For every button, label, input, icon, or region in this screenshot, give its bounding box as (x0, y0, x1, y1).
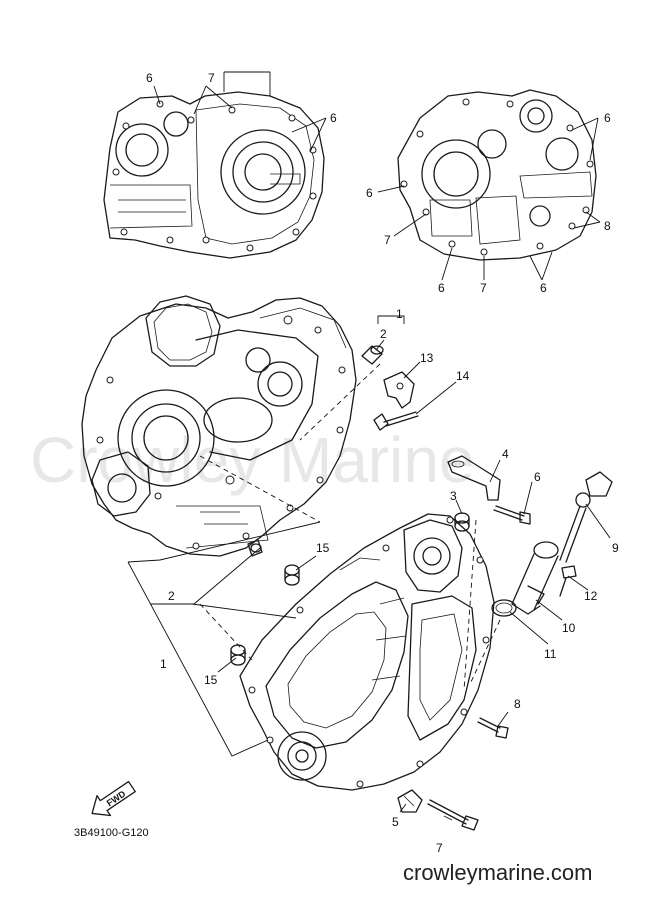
dowel-pin-upper (361, 345, 384, 365)
callout-11: 11 (544, 647, 557, 661)
bracket-part-13 (383, 371, 415, 409)
callout-12: 12 (584, 589, 598, 603)
callout-6: 6 (604, 111, 611, 125)
crankcase-right-view (397, 89, 597, 261)
callout-6: 6 (438, 281, 445, 295)
callout-7: 7 (480, 281, 487, 295)
filler-pipe-part-10 (511, 541, 559, 615)
callout-14: 14 (456, 369, 470, 383)
callout-6: 6 (330, 111, 337, 125)
callout-1: 1 (160, 657, 167, 671)
dipstick-part-9 (559, 471, 613, 563)
callout-2: 2 (380, 327, 387, 341)
callout-8: 8 (514, 697, 521, 711)
dowel-pin-lower (247, 539, 263, 557)
callout-6: 6 (146, 71, 153, 85)
callout-10: 10 (562, 621, 576, 635)
o-ring-part-11 (491, 599, 517, 617)
callout-5: 5 (392, 815, 399, 829)
bolt-part-12 (559, 565, 577, 597)
callout-6: 6 (534, 470, 541, 484)
fwd-arrow-icon: FWD (91, 780, 136, 817)
collar-part-15-lower (230, 644, 246, 666)
callout-2: 2 (168, 589, 175, 603)
leader-lines (127, 71, 611, 821)
crankcase-left-half (81, 295, 357, 557)
callout-7: 7 (384, 233, 391, 247)
callout-3: 3 (450, 489, 457, 503)
bolt-part-7 (427, 799, 479, 831)
callout-8: 8 (604, 219, 611, 233)
callout-7: 7 (208, 71, 215, 85)
crankcase-right-half (239, 513, 495, 791)
callout-7: 7 (436, 841, 443, 855)
callout-6: 6 (540, 281, 547, 295)
callout-labels: 6 7 6 6 6 7 8 6 7 6 1 2 13 14 4 6 3 9 15… (146, 71, 619, 855)
bolt-part-6 (493, 505, 531, 525)
collar-part-15-upper (284, 564, 300, 586)
bolt-part-8 (477, 717, 509, 739)
callout-13: 13 (420, 351, 434, 365)
callout-1: 1 (396, 307, 403, 321)
bolt-part-14 (373, 411, 419, 431)
clip-part-4 (447, 455, 501, 501)
crankcase-left-view (103, 91, 325, 259)
bracket-part-5 (397, 789, 423, 813)
diagram-code: 3B49100-G120 (74, 827, 149, 839)
callout-15: 15 (204, 673, 218, 687)
callout-9: 9 (612, 541, 619, 555)
callout-15: 15 (316, 541, 330, 555)
watermark-text: Crowley Marine (30, 424, 475, 496)
site-url: crowleymarine.com (403, 860, 593, 885)
collar-part-3 (454, 512, 470, 532)
callout-4: 4 (502, 447, 509, 461)
callout-6: 6 (366, 186, 373, 200)
